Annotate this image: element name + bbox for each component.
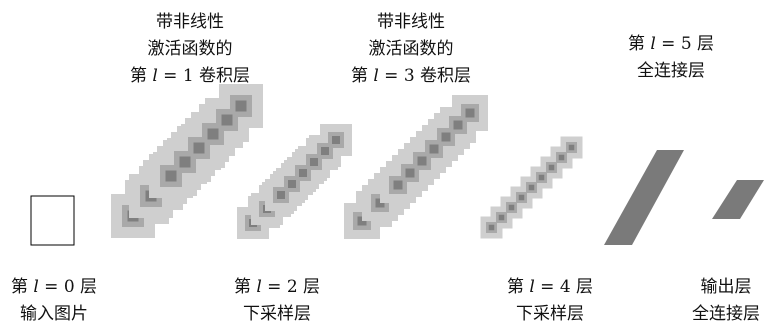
feature-cell-dark: [310, 158, 318, 166]
feature-cell-dark: [405, 168, 415, 178]
layer-5-label: 第 l = 5 层 全连接层: [616, 31, 726, 85]
feature-cell-dark: [332, 136, 340, 144]
output-layer-shape: [712, 180, 764, 219]
layer-4-label: 第 l = 4 层 下采样层: [495, 274, 605, 328]
layer-2-line-2: 下采样层: [243, 304, 311, 324]
feature-cell-dark: [528, 184, 535, 191]
layer-3-line-1: 带非线性: [377, 12, 445, 32]
feature-cell-dark: [193, 142, 205, 154]
feature-cell-dark: [393, 180, 403, 190]
layer-3-line-3: 第 l = 3 卷积层: [350, 66, 472, 86]
feature-cell-dark: [498, 214, 505, 221]
layer-0-line-1: 第 l = 0 层: [10, 277, 98, 297]
feature-cell-dark: [488, 224, 495, 231]
layer-3-line-2: 激活函数的: [368, 39, 454, 59]
layer-4-line-2: 下采样层: [516, 304, 584, 324]
feature-cell-dark: [538, 174, 545, 181]
feature-cell-dark: [508, 204, 515, 211]
input-image-square: [30, 195, 75, 246]
layer-1-label: 带非线性 激活函数的 第 l = 1 卷积层: [110, 9, 270, 90]
layer-3-label: 带非线性 激活函数的 第 l = 3 卷积层: [331, 9, 491, 90]
layer-1-line-1: 带非线性: [156, 12, 224, 32]
feature-cell-dark: [417, 156, 427, 166]
layer-1-line-2: 激活函数的: [147, 39, 233, 59]
layer-0-label: 第 l = 0 层 输入图片: [2, 274, 106, 328]
output-line-1: 输出层: [700, 277, 752, 297]
feature-cell-dark: [277, 191, 285, 199]
layer-5-line-2: 全连接层: [637, 61, 705, 81]
layer-0-line-2: 输入图片: [20, 304, 88, 324]
subsample-layer-2-feature-maps: [237, 124, 352, 239]
layer-5-line-1: 第 l = 5 层: [627, 34, 715, 54]
feature-cell-dark: [235, 100, 247, 112]
conv-layer-3-feature-maps: [344, 95, 488, 239]
feature-cell-dark: [321, 147, 329, 155]
layer-1-line-3: 第 l = 1 卷积层: [129, 66, 251, 86]
conv-layer-1-feature-maps: [111, 84, 263, 238]
feature-cell-dark: [221, 114, 233, 126]
feature-cell-dark: [558, 154, 565, 161]
layer-4-line-1: 第 l = 4 层: [506, 277, 594, 297]
feature-cell-dark: [207, 128, 219, 140]
output-line-2: 全连接层: [692, 304, 760, 324]
feature-cell-dark: [165, 170, 177, 182]
feature-cell-dark: [441, 132, 451, 142]
feature-cell-dark: [429, 144, 439, 154]
feature-cell-dark: [548, 164, 555, 171]
output-layer-label: 输出层 全连接层: [674, 274, 778, 328]
feature-cell-dark: [453, 120, 463, 130]
layer-2-line-1: 第 l = 2 层: [233, 277, 321, 297]
feature-cell-dark: [465, 108, 475, 118]
feature-cell-dark: [518, 194, 525, 201]
fc-layer-5-shape: [604, 150, 684, 245]
feature-cell-dark: [288, 180, 296, 188]
feature-cell-dark: [299, 169, 307, 177]
feature-cell-dark: [179, 156, 191, 168]
subsample-layer-4-feature-maps: [480, 136, 583, 239]
feature-cell-dark: [568, 144, 575, 151]
layer-2-label: 第 l = 2 层 下采样层: [222, 274, 332, 328]
